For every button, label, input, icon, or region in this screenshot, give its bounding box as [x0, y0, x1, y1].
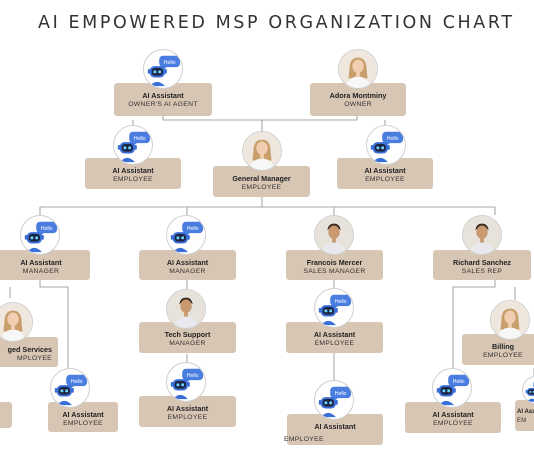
hello-bubble-text: Hello [187, 226, 199, 232]
robot-hello-icon: Hello [314, 380, 354, 420]
robot-hello-icon: Hello [20, 215, 60, 255]
hello-bubble-text: Hello [387, 136, 399, 142]
node-role: SALES REP [461, 268, 503, 275]
node-name: ged Services [7, 345, 52, 354]
node-name: AI Assistant [142, 91, 184, 100]
hello-bubble-text: Hello [335, 299, 347, 305]
card-richard[interactable]: Richard Sanchez SALES REP [433, 250, 531, 280]
man-photo-avatar [462, 215, 502, 255]
robot-hello-icon: Hello [50, 368, 90, 408]
node-name: AI Assistant [20, 258, 62, 267]
node-name: Tech Support [164, 330, 211, 339]
node-name: AI Assistant [432, 410, 474, 419]
node-name: Adora Montminy [329, 91, 387, 100]
node-name: Francois Mercer [306, 258, 363, 267]
man-photo-avatar [314, 215, 354, 255]
connector-richard-children [452, 280, 516, 368]
node-role: OWNER [344, 101, 372, 108]
hello-bubble-text: Hello [71, 379, 83, 385]
node-role: MANAGER [169, 340, 206, 347]
hello-bubble-text: Hello [134, 136, 146, 142]
node-name: AI Assistant [166, 404, 209, 413]
node-name: Richard Sanchez [453, 258, 511, 267]
woman-photo-avatar [490, 300, 530, 340]
robot-hello-icon: Hello [366, 125, 406, 165]
robot-hello-icon: Hello [166, 215, 206, 255]
robot-hello-icon: Hello [143, 49, 183, 89]
node-role: EM [517, 418, 527, 424]
robot-hello-icon: Hello [314, 288, 354, 328]
node-role: OWNER'S AI AGENT [128, 101, 198, 108]
node-name: General Manager [232, 174, 291, 183]
node-role: EMPLOYEE [365, 176, 405, 183]
node-role: MANAGER [169, 268, 206, 275]
card-francois[interactable]: Francois Mercer SALES MANAGER [286, 250, 383, 280]
node-role: MANAGER [22, 268, 60, 275]
robot-hello-icon: Hello [166, 362, 206, 402]
node-name: AI Assistant [166, 258, 209, 267]
card-stub-left [0, 402, 12, 428]
hello-bubble-text: Hello [164, 60, 176, 66]
node-role: EMPLOYEE [113, 176, 153, 183]
node-name: AI Assistant [314, 422, 356, 431]
woman-photo-avatar [242, 131, 282, 171]
node-name: AI Assistant [313, 330, 356, 339]
hello-bubble-text: Hello [335, 391, 347, 397]
hello-bubble-text: Hello [41, 226, 53, 232]
card-billing[interactable]: Billing EMPLOYEE [462, 334, 534, 365]
chart-title: AI EMPOWERED MSP ORGANIZATION CHART [38, 13, 515, 33]
node-role: EMPLOYEE [241, 184, 282, 191]
node-name: Billing [492, 342, 514, 351]
connector-mgr1-children [9, 280, 69, 368]
node-name: AI Assistant [364, 166, 406, 175]
node-name: AI Assistant [62, 410, 104, 419]
card-ai-employee-b1[interactable]: AI Assistant EMPLOYEE [48, 402, 118, 432]
card-ai-employee-b6[interactable]: AI Ass EM [515, 400, 534, 431]
card-ai-manager-1[interactable]: AI Assistant MANAGER [0, 250, 90, 280]
hello-bubble-text: Hello [187, 373, 199, 379]
employee-label: EMPLOYEE [284, 436, 324, 443]
node-name: AI Assistant [112, 166, 154, 175]
node-role: EMPLOYEE [433, 420, 473, 427]
woman-photo-avatar [0, 302, 33, 342]
node-role: EMPLOYEE [314, 340, 355, 347]
node-role: EMPLOYEE [167, 414, 208, 421]
node-role: EMPLOYEE [63, 420, 103, 427]
woman-photo-avatar [338, 49, 378, 89]
node-role: EMPLOYEE [483, 352, 523, 359]
card-managed-services[interactable]: ged Services MPLOYEE [0, 337, 58, 367]
node-name: AI Ass [517, 409, 534, 415]
node-role: SALES MANAGER [303, 268, 366, 275]
man-photo-avatar [166, 289, 206, 329]
robot-hello-icon: Hello [432, 368, 472, 408]
node-role: MPLOYEE [17, 355, 52, 362]
hello-bubble-text: Hello [453, 379, 465, 385]
card-general-manager[interactable]: General Manager EMPLOYEE [213, 166, 310, 197]
card-ai-manager-2[interactable]: AI Assistant MANAGER [139, 250, 236, 280]
robot-hello-icon: Hello [113, 125, 153, 165]
